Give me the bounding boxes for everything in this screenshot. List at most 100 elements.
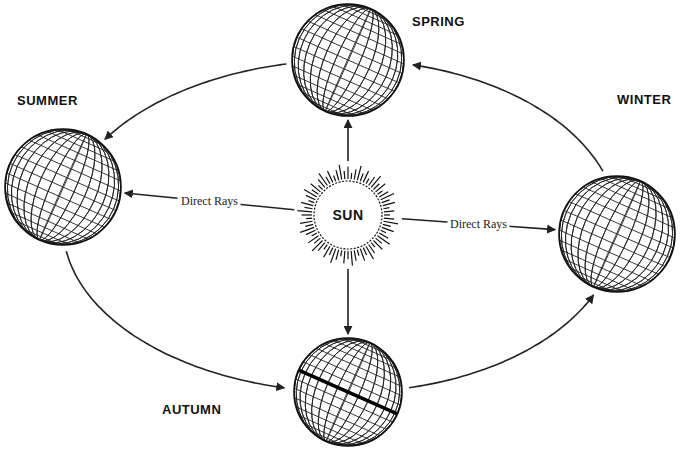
sun-ray — [363, 248, 366, 255]
longitude-line — [572, 171, 662, 296]
longitude-line — [277, 321, 419, 453]
globe-drawing — [557, 174, 677, 294]
sun-ray — [347, 166, 348, 179]
sun-ray — [373, 184, 379, 190]
globe-drawing — [290, 2, 406, 118]
sun-ray — [334, 176, 336, 182]
season-label: SPRING — [412, 14, 465, 29]
globe-outline — [294, 338, 402, 446]
longitude-line — [283, 324, 412, 453]
latitude-line — [621, 176, 657, 192]
longitude-line — [554, 163, 680, 304]
longitude-line — [289, 326, 406, 453]
latitude-line — [561, 250, 642, 286]
sun-ray — [373, 240, 382, 249]
sun-ray — [384, 218, 394, 220]
sun-ray — [366, 179, 369, 184]
longitude-line — [283, 324, 412, 453]
longitude-line — [304, 0, 391, 120]
sun-ray — [336, 250, 339, 260]
longitude-line — [0, 114, 132, 261]
latitude-line — [299, 370, 398, 414]
sun-ray — [381, 230, 386, 233]
direct-rays-arrow — [125, 193, 295, 210]
longitude-line — [572, 171, 662, 296]
longitude-line — [554, 163, 680, 304]
longitude-line — [297, 330, 399, 453]
sun-ray — [306, 230, 315, 234]
longitude-line — [562, 167, 671, 301]
sun-ray — [379, 192, 388, 197]
sun-ray — [376, 184, 386, 192]
sun-ray — [382, 200, 390, 203]
sun-ray — [297, 211, 312, 212]
longitude-line — [548, 161, 687, 308]
sun-ray — [302, 214, 312, 215]
latitude-line — [559, 230, 659, 274]
orbit-arrow — [409, 295, 593, 388]
globe-outline — [559, 176, 675, 292]
globe-fill — [559, 176, 675, 292]
latitude-line — [10, 163, 116, 210]
sun-ray — [304, 207, 312, 208]
sun-ray — [383, 221, 398, 224]
ray-arrow — [347, 120, 349, 161]
sun-ray — [311, 184, 321, 192]
longitude-line — [289, 326, 406, 453]
longitude-line — [277, 0, 420, 133]
globe-fill — [5, 129, 121, 245]
longitude-line — [0, 114, 132, 261]
sun-ray — [366, 246, 373, 259]
sun-disc — [314, 181, 382, 249]
sun-ray — [360, 249, 364, 261]
sun-ray — [336, 170, 339, 180]
sun-ray — [308, 236, 318, 243]
latitude-line — [323, 10, 401, 45]
orbit-arrow — [105, 64, 287, 139]
sun-ray — [341, 250, 342, 256]
latitude-line — [7, 203, 88, 239]
sun-ray — [381, 194, 394, 200]
sun-ray — [304, 190, 317, 197]
latitude-line — [21, 147, 121, 191]
longitude-line — [279, 322, 417, 453]
orbit-arrow — [413, 65, 603, 171]
terminator-line — [299, 370, 398, 414]
latitude-line — [592, 182, 673, 218]
edge-label: Direct Rays — [178, 194, 241, 209]
longitude-line — [0, 112, 137, 263]
season-label: WINTER — [617, 92, 671, 107]
globe-outline — [292, 4, 404, 116]
longitude-line — [0, 111, 139, 264]
sun-ray — [357, 166, 361, 180]
sun-ray — [300, 227, 314, 232]
globe-drawing — [3, 127, 123, 247]
latitude-line — [303, 362, 400, 405]
sun-ray — [312, 190, 319, 195]
longitude-line — [0, 116, 126, 257]
sun-ray — [329, 248, 332, 255]
latitude-line — [352, 4, 387, 20]
earth-globe: SPRING — [290, 2, 406, 118]
sun-ray — [326, 177, 330, 184]
sun-ray — [301, 202, 313, 205]
sun-node: SUN — [290, 157, 406, 273]
sun-ray — [312, 240, 322, 250]
latitude-line — [67, 129, 103, 145]
season-label: AUTUMN — [162, 402, 221, 417]
sun-ray — [383, 202, 395, 205]
sun-ray — [306, 195, 315, 199]
latitude-line — [38, 135, 119, 171]
longitude-line — [297, 330, 399, 453]
longitude-line — [562, 167, 671, 301]
sun-ray — [314, 238, 320, 243]
latitude-line — [569, 202, 673, 248]
longitude-line — [0, 111, 139, 264]
sun-ray — [347, 251, 348, 259]
sun-ray — [312, 233, 317, 236]
sun-ray — [377, 236, 389, 244]
longitude-line — [274, 0, 421, 134]
sun-ray — [354, 250, 356, 260]
globe-fill — [294, 338, 402, 446]
longitude-line — [279, 322, 417, 453]
